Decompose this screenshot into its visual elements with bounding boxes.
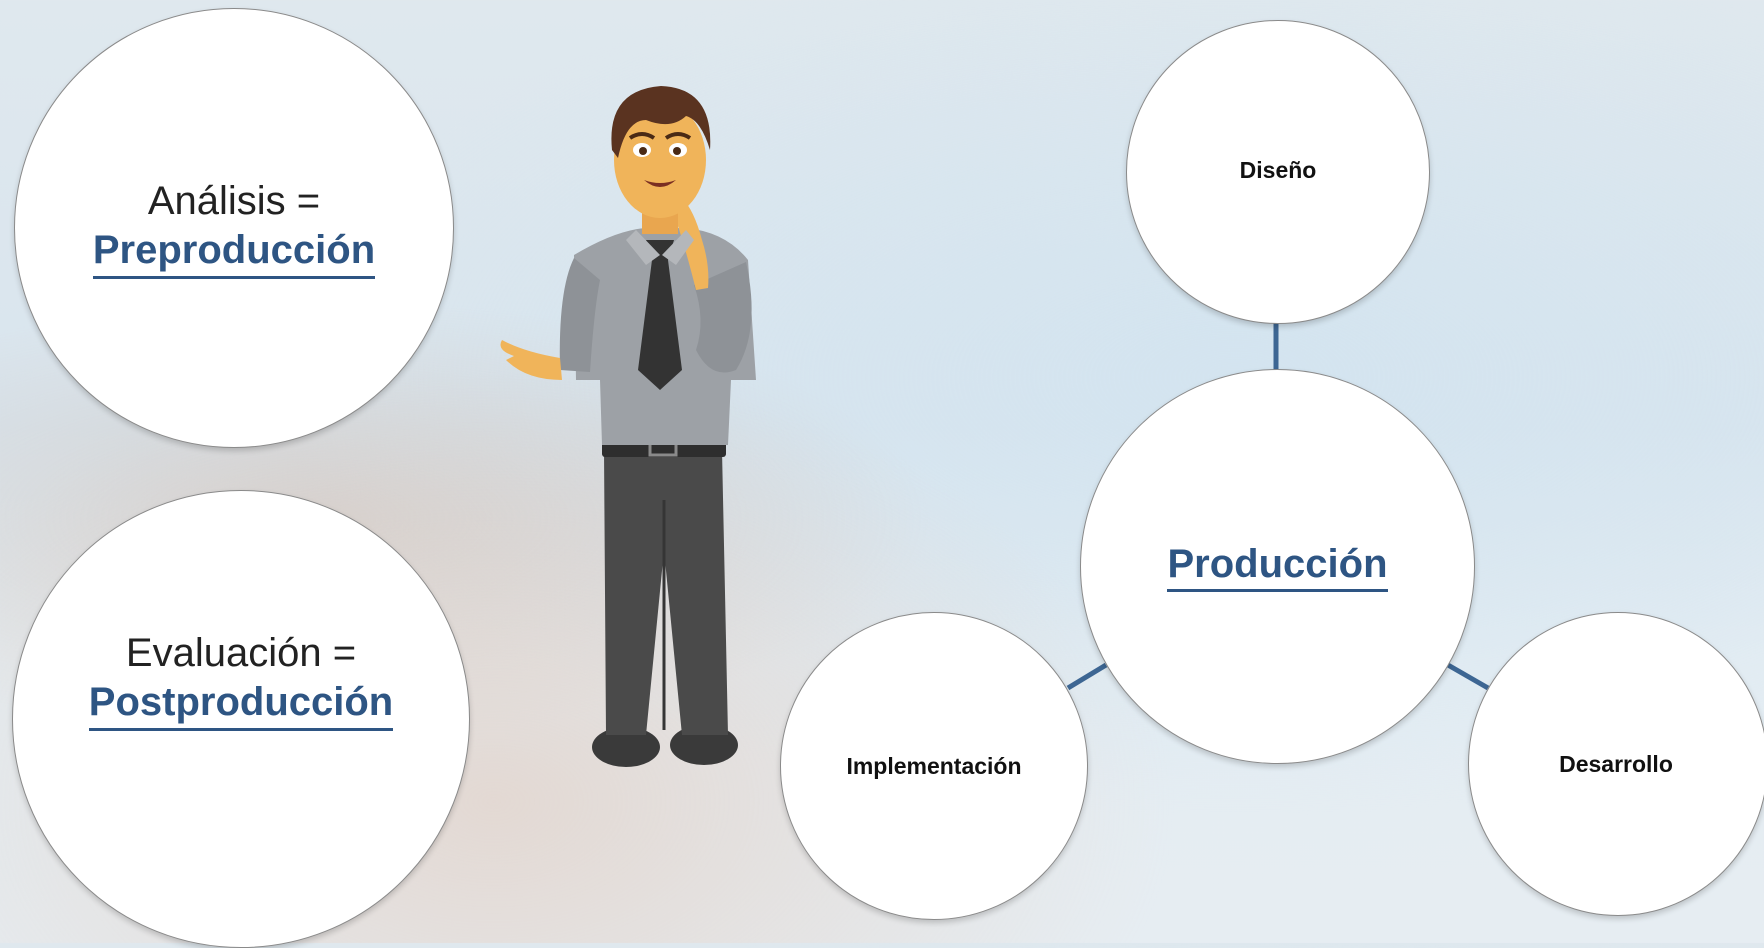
implementation-circle: Implementación — [780, 612, 1088, 920]
connector-left — [1066, 662, 1108, 691]
analysis-prefix: Análisis = — [147, 179, 321, 224]
face — [614, 102, 706, 218]
evaluation-text: Evaluación = Postproducción — [88, 629, 394, 731]
trousers — [604, 450, 728, 735]
presenter-character — [500, 86, 756, 767]
implementation-label: Implementación — [846, 752, 1022, 779]
hair — [611, 86, 711, 158]
open-hand — [500, 340, 562, 380]
design-circle: Diseño — [1126, 20, 1430, 324]
left-shoe — [592, 727, 660, 767]
production-circle: Producción — [1080, 369, 1475, 764]
connector-right — [1446, 662, 1490, 691]
design-label: Diseño — [1239, 156, 1317, 183]
evaluation-prefix: Evaluación = — [125, 631, 357, 676]
tie — [638, 240, 682, 390]
evaluation-circle: Evaluación = Postproducción — [12, 490, 470, 948]
analysis-text: Análisis = Preproducción — [92, 177, 376, 279]
analysis-circle: Análisis = Preproducción — [14, 8, 454, 448]
development-label: Desarrollo — [1559, 750, 1673, 777]
analysis-highlight: Preproducción — [92, 226, 376, 279]
development-circle: Desarrollo — [1468, 612, 1764, 916]
evaluation-highlight: Postproducción — [88, 678, 394, 731]
production-label: Producción — [1167, 542, 1388, 592]
